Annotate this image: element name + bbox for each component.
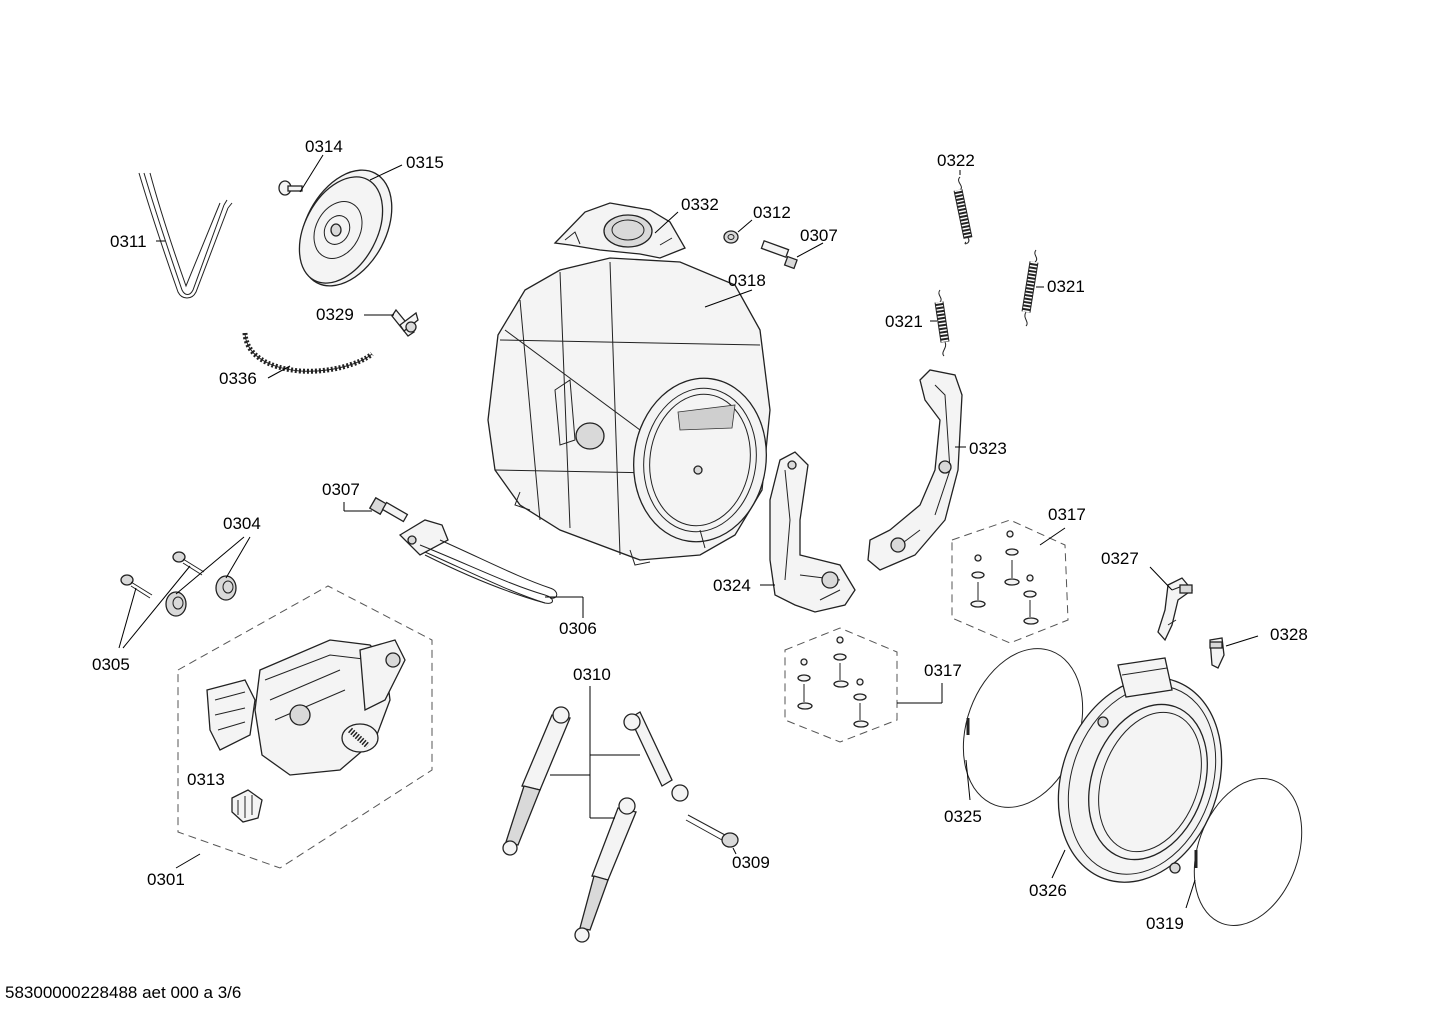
leader-line [796, 242, 824, 258]
leader-line [299, 154, 324, 193]
part-label-0321-right: 0321 [1047, 277, 1085, 296]
motor-bushing-part[interactable] [165, 575, 237, 617]
drum-pulley-part[interactable] [282, 154, 411, 301]
top-bracket-part[interactable] [553, 202, 686, 259]
part-label-0307-top: 0307 [800, 226, 838, 245]
part-label-0318: 0318 [728, 271, 766, 290]
part-label-0305: 0305 [92, 655, 130, 674]
part-label-0312: 0312 [753, 203, 791, 222]
hose-clamp-part[interactable] [391, 308, 419, 337]
part-label-0309: 0309 [732, 853, 770, 872]
drain-hose-part[interactable] [242, 332, 374, 374]
leader-line [1039, 527, 1066, 546]
part-label-0317-lower: 0317 [924, 661, 962, 680]
leader-line [732, 847, 737, 855]
counterweight-left-part[interactable] [769, 451, 856, 613]
heating-element-part[interactable] [398, 519, 558, 604]
part-label-0325: 0325 [944, 807, 982, 826]
part-label-0313: 0313 [187, 770, 225, 789]
door-latch-part[interactable] [1157, 577, 1193, 642]
part-label-0328: 0328 [1270, 625, 1308, 644]
leader-line [1149, 566, 1173, 591]
shock-absorber-bolt-part[interactable] [685, 814, 739, 848]
part-label-0322: 0322 [937, 151, 975, 170]
door-lock-part[interactable] [1209, 637, 1225, 669]
suspension-spring-left-part[interactable] [934, 289, 950, 357]
fastener-kit-part-b[interactable] [797, 636, 869, 728]
door-frame-part[interactable] [1031, 655, 1249, 906]
leader-line [225, 536, 251, 579]
part-label-0319: 0319 [1146, 914, 1184, 933]
part-label-0307-left: 0307 [322, 480, 360, 499]
leader-line [965, 759, 971, 801]
leader-line [175, 536, 245, 595]
part-label-0323: 0323 [969, 439, 1007, 458]
part-label-0336: 0336 [219, 369, 257, 388]
fastener-kit-part-a[interactable] [970, 530, 1039, 625]
door-seal-ring-part[interactable] [1175, 763, 1321, 940]
counterweight-right-part[interactable] [867, 369, 963, 571]
part-label-0326: 0326 [1029, 881, 1067, 900]
part-label-0311: 0311 [110, 232, 147, 251]
ntc-sensor-part[interactable] [368, 496, 409, 523]
part-label-0329: 0329 [316, 305, 354, 324]
part-label-0301: 0301 [147, 870, 185, 889]
document-footer-code: 58300000228488 aet 000 a 3/6 [5, 983, 241, 1002]
pulley-screw-part[interactable] [278, 180, 303, 196]
leader-line [267, 365, 291, 379]
part-label-0327: 0327 [1101, 549, 1139, 568]
leader-line [118, 587, 137, 649]
suspension-spring-part[interactable] [953, 176, 973, 245]
part-label-0310: 0310 [573, 665, 611, 684]
leader-line [1225, 635, 1259, 647]
part-label-0304: 0304 [223, 514, 261, 533]
part-label-0315: 0315 [406, 153, 444, 172]
leader-line [122, 565, 191, 649]
shock-absorber-part[interactable] [502, 706, 689, 943]
fastener-kit-outline-a [951, 519, 1069, 644]
part-label-0306: 0306 [559, 619, 597, 638]
leader-line [704, 289, 753, 308]
part-label-0332: 0332 [681, 195, 719, 214]
part-label-0314: 0314 [305, 137, 343, 156]
washing-tub-part[interactable] [487, 257, 777, 566]
suspension-spring-right-part[interactable] [1021, 249, 1039, 327]
motor-screw-part[interactable] [120, 551, 205, 599]
leader-line [737, 219, 753, 233]
motor-part[interactable] [206, 639, 406, 776]
leader-line [654, 211, 679, 234]
part-label-0317-upper: 0317 [1048, 505, 1086, 524]
leader-line [1051, 849, 1066, 879]
part-label-0324: 0324 [713, 576, 751, 595]
leader-line [1185, 879, 1196, 909]
leader-line [369, 164, 403, 181]
motor-assembly-outline [177, 585, 433, 869]
leader-line [175, 853, 201, 869]
fastener-kit-outline-b [784, 627, 898, 743]
drive-belt-part[interactable] [138, 172, 233, 299]
hex-nut-part[interactable] [723, 230, 739, 244]
motor-connector-part[interactable] [231, 789, 263, 823]
part-label-0321-left: 0321 [885, 312, 923, 331]
temperature-sensor-part[interactable] [760, 239, 798, 270]
